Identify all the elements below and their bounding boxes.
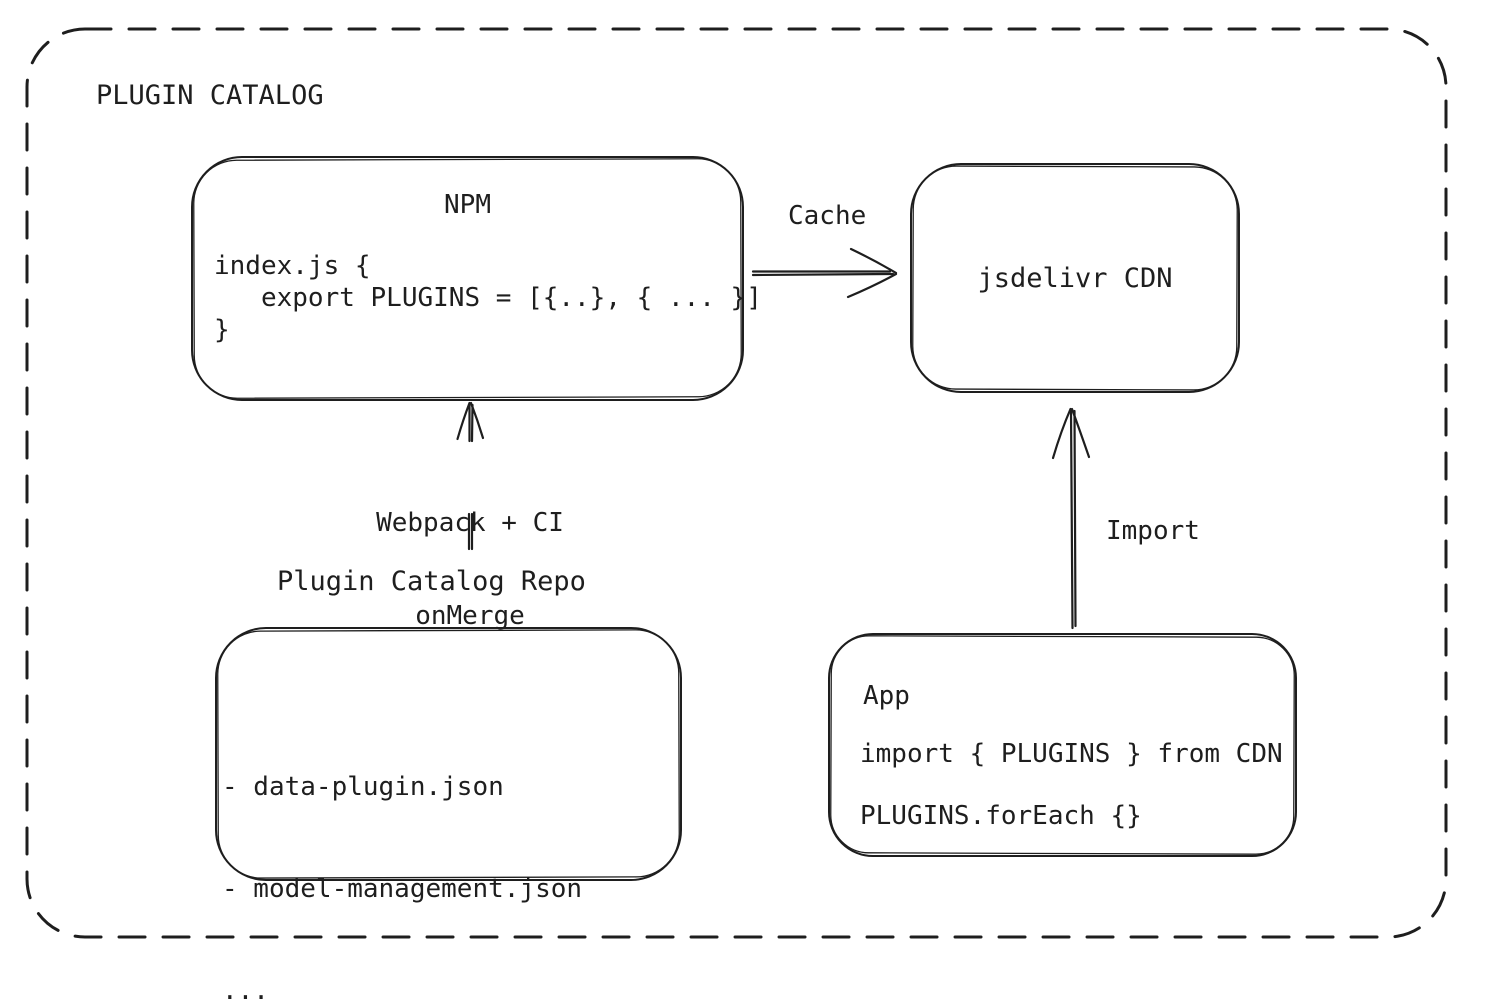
npm-node-code: index.js { export PLUGINS = [{..}, { ...… [214,251,762,345]
app-box-outline [828,633,1297,857]
app-code-line-1: import { PLUGINS } from CDN [860,739,1283,769]
import-edge-label: Import [1106,516,1200,546]
import-arrow [1051,407,1091,630]
build-arrow [456,401,485,551]
npm-node-title: NPM [444,190,491,220]
cdn-box-outline [910,163,1240,393]
repo-file-item: - model-management.json [222,874,583,904]
build-edge-label-line2: onMerge [415,601,525,631]
repo-file-item: - data-plugin.json [222,772,504,802]
repo-box-outline [215,627,682,881]
page-title: PLUGIN CATALOG [96,80,324,111]
npm-box-outline [191,156,744,401]
cache-edge-label: Cache [788,201,867,231]
build-edge-label: Webpack + CI onMerge [337,446,603,694]
build-edge-label-line1: Webpack + CI [376,508,564,538]
repo-file-list: - data-plugin.json - model-management.js… [222,702,582,1002]
repo-file-item: ... [222,976,269,1002]
app-code-line-2: PLUGINS.forEach {} [860,801,1142,831]
app-node-title: App [863,681,910,711]
cache-arrow [751,247,898,299]
repo-node-title: Plugin Catalog Repo [277,566,586,597]
plugin-catalog-frame [25,27,1448,939]
cdn-node-label: jsdelivr CDN [977,262,1173,294]
